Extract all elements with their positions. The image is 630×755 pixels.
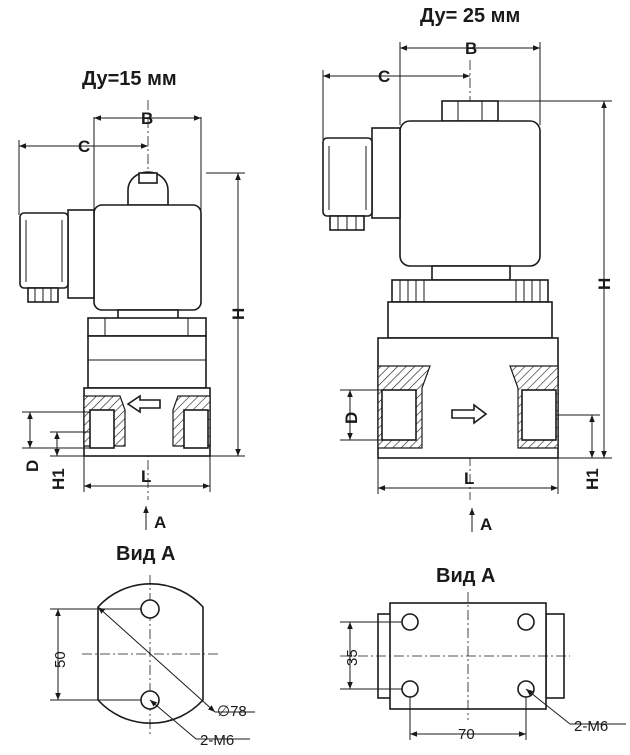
right-view-70-label: 70 xyxy=(458,726,475,743)
right-b-label: B xyxy=(465,39,477,58)
right-h1-label: H1 xyxy=(583,468,602,490)
left-view-arrow-label: A xyxy=(154,513,166,532)
right-title: Ду= 25 мм xyxy=(420,5,520,27)
right-view-thread-leader xyxy=(525,688,571,725)
left-b-label: B xyxy=(141,109,153,128)
right-view-hole-bl xyxy=(401,680,419,698)
right-view-hole-tl xyxy=(401,613,419,631)
right-flow-arrow-icon xyxy=(451,403,488,425)
right-l-label: L xyxy=(464,469,474,488)
right-connector-neck xyxy=(371,127,401,219)
left-dome-cap xyxy=(138,172,158,184)
left-h1-label: H1 xyxy=(49,468,68,490)
left-dome xyxy=(127,171,169,206)
left-h-label: H xyxy=(229,308,248,320)
left-d-label: D xyxy=(23,460,42,472)
right-view-hole-tr xyxy=(517,613,535,631)
right-bonnet xyxy=(387,301,553,339)
left-view-title: Вид А xyxy=(116,543,175,565)
left-view-hole-top xyxy=(140,599,160,619)
right-coil xyxy=(399,120,541,267)
left-connector xyxy=(19,212,69,289)
right-d-label: D xyxy=(342,412,361,424)
left-c-label: C xyxy=(78,137,90,156)
right-top-nut xyxy=(441,100,499,122)
left-coil xyxy=(93,204,202,311)
left-flow-arrow-icon xyxy=(126,394,161,414)
right-view-thread-label: 2-M6 xyxy=(574,718,608,735)
left-l-label: L xyxy=(141,467,151,486)
left-bonnet xyxy=(87,335,207,389)
right-ribbed-nut xyxy=(391,279,549,303)
left-view-50-label: 50 xyxy=(52,651,69,668)
right-c-label: C xyxy=(378,67,390,86)
left-port-left xyxy=(89,409,115,449)
right-view-title: Вид А xyxy=(436,565,495,587)
left-view-dia-label: ∅78 xyxy=(217,703,247,720)
left-port-right xyxy=(183,409,209,449)
right-view-arrow-label: A xyxy=(480,515,492,534)
right-view-35-label: 35 xyxy=(344,649,361,666)
right-port-left xyxy=(381,389,417,441)
right-armature xyxy=(431,265,511,281)
right-h-label: H xyxy=(595,278,614,290)
right-connector xyxy=(322,137,373,217)
right-port-right xyxy=(521,389,557,441)
left-valve: Ду=15 мм B C xyxy=(18,68,255,749)
left-view-thread-label: 2-M6 xyxy=(200,732,234,749)
right-valve: Ду= 25 мм B C xyxy=(322,5,626,743)
left-title: Ду=15 мм xyxy=(82,68,177,90)
left-view-thread-leader xyxy=(149,699,197,740)
left-view-dia-line xyxy=(97,606,216,713)
left-connector-neck xyxy=(67,209,95,299)
